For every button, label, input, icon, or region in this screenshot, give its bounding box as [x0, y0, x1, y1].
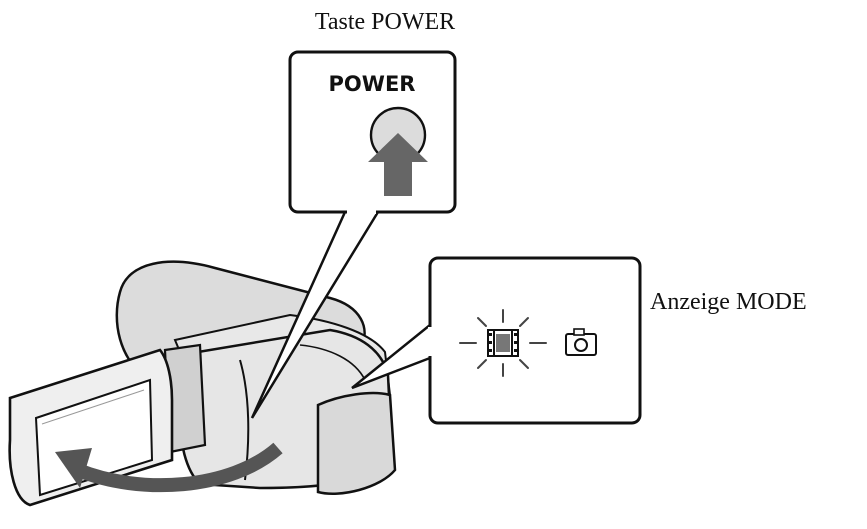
mode-callout-pointer: [351, 324, 431, 390]
lcd-screen-inner: [41, 389, 145, 425]
blink-rays-icon: [459, 309, 547, 377]
camcorder: [8, 260, 397, 507]
camcorder-body-line: [299, 344, 366, 381]
open-lcd-arrow: [75, 442, 283, 493]
camcorder-grip: [316, 391, 397, 495]
power-callout-pointer: [250, 211, 380, 419]
press-arrow-icon: [368, 133, 428, 196]
power-key-label: Taste POWER: [315, 9, 455, 35]
open-lcd-arrowhead: [55, 448, 92, 488]
power-button-caption: POWER: [329, 72, 416, 96]
mode-indicator-label: Anzeige MODE: [650, 289, 807, 315]
camera-icon: [565, 328, 597, 356]
mode-callout-box: [428, 256, 642, 425]
film-strip-icon: [487, 329, 519, 357]
mode-callout: [351, 256, 642, 425]
power-callout: POWER: [250, 50, 457, 419]
